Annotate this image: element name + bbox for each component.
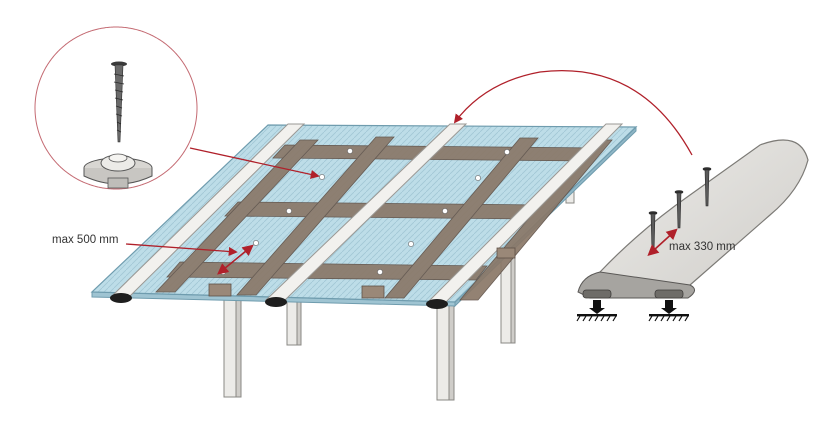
profile-end-caps <box>110 293 448 309</box>
screw-icon <box>702 167 712 207</box>
anchor-symbol-icon <box>576 300 617 322</box>
detail-leader-line <box>189 147 320 179</box>
max-spacing-left-label: max 500 mm <box>52 234 118 246</box>
connecting-profile-detail <box>576 139 809 322</box>
post-front-left <box>223 294 242 398</box>
spacing-dimension-right <box>647 228 678 257</box>
connecting-profiles <box>110 123 624 303</box>
spacer-blocks <box>208 247 516 299</box>
max-spacing-right-label: max 330 mm <box>669 241 735 253</box>
post-front-mid <box>286 299 302 346</box>
annotations <box>125 70 693 275</box>
screw-icon <box>674 190 684 229</box>
profile-body <box>599 139 809 298</box>
self-tapping-screw-with-washer-icon <box>83 61 153 189</box>
post-front-right <box>436 299 455 401</box>
profile-legs <box>582 289 684 299</box>
profile-to-roof-arrow <box>453 70 693 156</box>
fastener-points <box>220 148 510 275</box>
profile-screws <box>648 167 712 253</box>
fastener-detail-callout <box>34 26 198 190</box>
spacing-dimension-left <box>217 244 254 275</box>
anchor-symbol-icon <box>648 300 689 322</box>
